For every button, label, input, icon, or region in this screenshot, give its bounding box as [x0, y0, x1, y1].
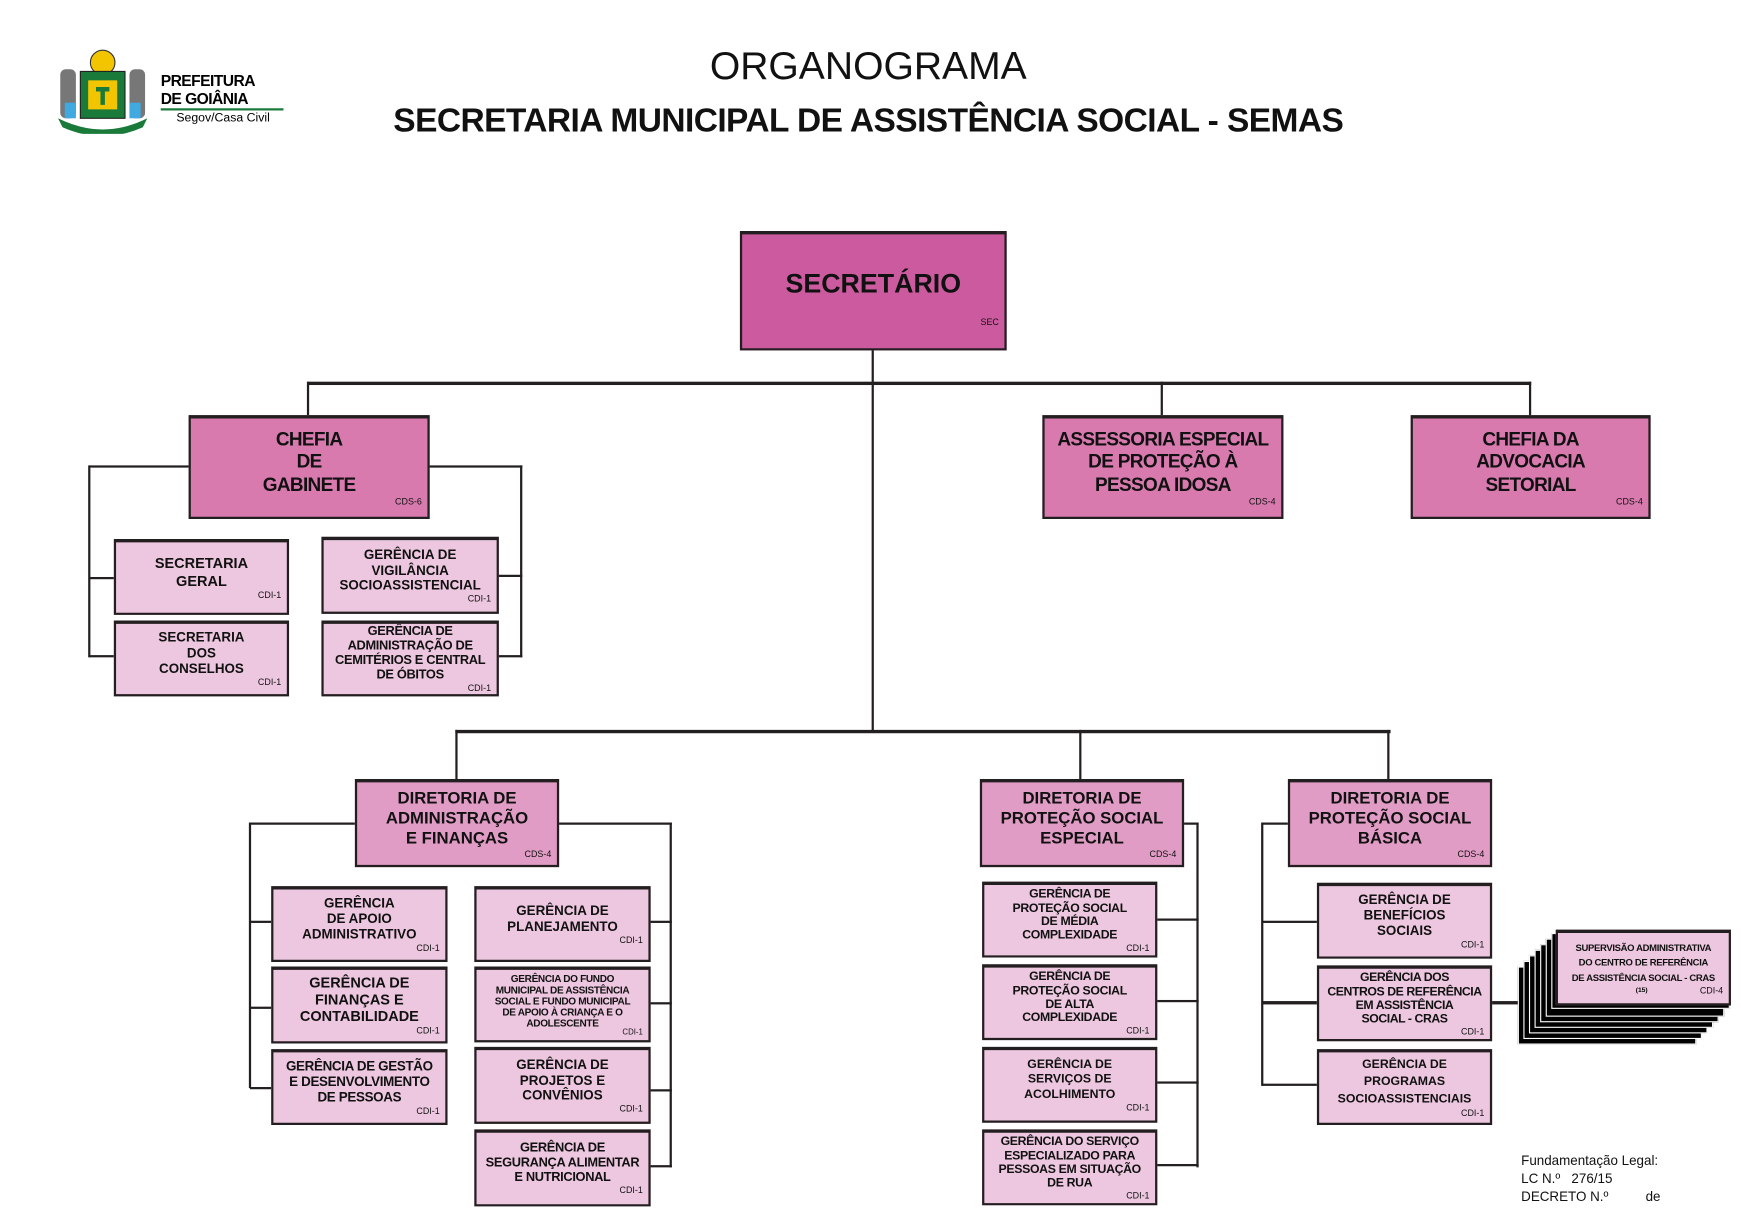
box-code: CDI-1	[622, 1029, 643, 1038]
box-gerencia-gestao-pessoas[interactable]: GERÊNCIA DE GESTÃO E DESENVOLVIMENTO DE …	[271, 1049, 448, 1125]
cras-footer-row: (15) CDI-4	[1560, 986, 1726, 996]
box-gerencia-apoio-administrativo[interactable]: GERÊNCIA DE APOIO ADMINISTRATIVO CDI-1	[271, 886, 448, 963]
box-title: GERÊNCIA DE SERVIÇOS DE ACOLHIMENTO	[1024, 1058, 1116, 1102]
box-title: GERÊNCIA DE FINANÇAS E CONTABILIDADE	[299, 974, 419, 1025]
box-gerencia-cras[interactable]: GERÊNCIA DOS CENTROS DE REFERÊNCIA EM AS…	[1316, 965, 1493, 1042]
box-title: GERÊNCIA DE VIGILÂNCIA SOCIOASSISTENCIAL	[339, 546, 481, 594]
box-code: CDI-1	[467, 593, 492, 604]
box-gerencia-acolhimento[interactable]: GERÊNCIA DE SERVIÇOS DE ACOLHIMENTO CDI-…	[982, 1046, 1158, 1123]
box-title: GERÊNCIA DE PROGRAMAS SOCIOASSISTENCIAIS	[1337, 1057, 1472, 1106]
box-code: CDI-1	[1126, 1025, 1150, 1036]
box-chefia-advocacia[interactable]: CHEFIA DA ADVOCACIA SETORIAL CDS-4	[1410, 415, 1651, 519]
box-supervisao-cras[interactable]: SUPERVISÃO ADMINISTRATIVA DO CENTRO DE R…	[1555, 929, 1731, 1006]
box-code: CDS-4	[524, 848, 552, 859]
box-secretaria-geral[interactable]: SECRETARIA GERAL CDI-1	[113, 539, 290, 615]
box-code: CDS-4	[1457, 848, 1485, 859]
box-diretoria-protecao-basica[interactable]: DIRETORIA DE PROTEÇÃO SOCIAL BÁSICA CDS-…	[1287, 778, 1493, 868]
legal-basis: Fundamentação Legal: LC N.º 276/15 DECRE…	[1521, 1152, 1660, 1206]
box-code: CDS-4	[1149, 848, 1177, 859]
box-gerencia-projetos-convenios[interactable]: GERÊNCIA DE PROJETOS E CONVÊNIOS CDI-1	[474, 1046, 651, 1124]
box-gerencia-beneficios[interactable]: GERÊNCIA DE BENEFÍCIOS SOCIAIS CDI-1	[1316, 882, 1493, 959]
box-chefia-gabinete[interactable]: CHEFIA DE GABINETE CDS-6	[188, 415, 430, 519]
box-gerencia-seguranca-alimentar[interactable]: GERÊNCIA DE SEGURANÇA ALIMENTAR E NUTRIC…	[474, 1129, 651, 1207]
box-title: GERÊNCIA DE SEGURANÇA ALIMENTAR E NUTRIC…	[485, 1141, 640, 1185]
legal-basis-lc: LC N.º 276/15	[1521, 1170, 1613, 1187]
box-title: SUPERVISÃO ADMINISTRATIVA DO CENTRO DE R…	[1571, 941, 1715, 983]
box-code: CDI-1	[257, 590, 282, 601]
box-title: SECRETARIA GERAL	[154, 554, 249, 590]
box-code: CDI-1	[619, 935, 643, 946]
box-title: GERÊNCIA DO FUNDO MUNICIPAL DE ASSISTÊNC…	[494, 972, 631, 1030]
box-code: CDI-1	[1126, 1102, 1150, 1113]
logo-text-goiania: DE GOIÂNIA	[160, 89, 249, 108]
legal-basis-decreto: DECRETO N.º de	[1521, 1188, 1661, 1205]
box-title: GERÊNCIA DO SERVIÇO ESPECIALIZADO PARA P…	[998, 1135, 1142, 1191]
box-code: CDI-1	[1461, 939, 1485, 950]
logo-text-segov: Segov/Casa Civil	[176, 111, 270, 125]
box-secretaria-conselhos[interactable]: SECRETARIA DOS CONSELHOS CDI-1	[113, 620, 290, 697]
box-code: CDS-4	[1615, 496, 1643, 507]
box-title: GERÊNCIA DE PROJETOS E CONVÊNIOS	[516, 1056, 609, 1104]
box-title: DIRETORIA DE PROTEÇÃO SOCIAL BÁSICA	[1308, 788, 1472, 848]
box-title: GERÊNCIA DOS CENTROS DE REFERÊNCIA EM AS…	[1327, 971, 1482, 1026]
box-gerencia-cemiterios[interactable]: GERÊNCIA DE ADMINISTRAÇÃO DE CEMITÉRIOS …	[321, 620, 499, 697]
box-title: CHEFIA DE GABINETE	[262, 428, 356, 496]
box-gerencia-planejamento[interactable]: GERÊNCIA DE PLANEJAMENTO CDI-1	[474, 886, 651, 963]
box-title: GERÊNCIA DE ADMINISTRAÇÃO DE CEMITÉRIOS …	[335, 625, 486, 682]
prefeitura-logo: PREFEITURA DE GOIÂNIA Segov/Casa Civil	[51, 49, 291, 134]
box-code: CDI-1	[1126, 942, 1150, 953]
box-code: CDS-6	[395, 496, 422, 507]
page-title: ORGANOGRAMA	[709, 44, 1027, 89]
box-title: ASSESSORIA ESPECIAL DE PROTEÇÃO À PESSOA…	[1057, 428, 1269, 496]
box-title: SECRETÁRIO	[785, 268, 962, 299]
box-code: CDI-1	[1461, 1108, 1485, 1119]
box-title: GERÊNCIA DE PROTEÇÃO SOCIAL DE MÉDIA COM…	[1012, 887, 1128, 943]
box-title: GERÊNCIA DE PLANEJAMENTO	[507, 903, 618, 935]
box-title: SECRETARIA DOS CONSELHOS	[158, 629, 245, 677]
logo-divider	[160, 108, 284, 111]
box-code: CDI-1	[1461, 1026, 1485, 1037]
box-gerencia-fundo-municipal[interactable]: GERÊNCIA DO FUNDO MUNICIPAL DE ASSISTÊNC…	[474, 966, 651, 1043]
box-title: DIRETORIA DE ADMINISTRAÇÃO E FINANÇAS	[385, 788, 529, 848]
coat-of-arms-icon	[58, 49, 148, 134]
page-subtitle: SECRETARIA MUNICIPAL DE ASSISTÊNCIA SOCI…	[393, 102, 1344, 140]
box-gerencia-alta-complexidade[interactable]: GERÊNCIA DE PROTEÇÃO SOCIAL DE ALTA COMP…	[982, 964, 1158, 1041]
box-gerencia-programas[interactable]: GERÊNCIA DE PROGRAMAS SOCIOASSISTENCIAIS…	[1316, 1049, 1493, 1125]
logo-text-prefeitura: PREFEITURA	[160, 71, 256, 90]
box-assessoria-pessoa-idosa[interactable]: ASSESSORIA ESPECIAL DE PROTEÇÃO À PESSOA…	[1042, 415, 1284, 519]
legal-basis-label: Fundamentação Legal:	[1521, 1152, 1659, 1169]
box-code: SEC	[980, 316, 999, 327]
box-gerencia-media-complexidade[interactable]: GERÊNCIA DE PROTEÇÃO SOCIAL DE MÉDIA COM…	[982, 881, 1158, 958]
box-gerencia-vigilancia[interactable]: GERÊNCIA DE VIGILÂNCIA SOCIOASSISTENCIAL…	[321, 536, 499, 614]
box-title: GERÊNCIA DE BENEFÍCIOS SOCIAIS	[1358, 892, 1451, 939]
box-title: GERÊNCIA DE PROTEÇÃO SOCIAL DE ALTA COMP…	[1012, 970, 1128, 1025]
box-code: CDS-4	[1248, 496, 1276, 507]
box-gerencia-situacao-rua[interactable]: GERÊNCIA DO SERVIÇO ESPECIALIZADO PARA P…	[982, 1129, 1158, 1206]
box-title: CHEFIA DA ADVOCACIA SETORIAL	[1476, 428, 1586, 496]
box-code: CDI-1	[416, 1025, 440, 1036]
box-diretoria-protecao-especial[interactable]: DIRETORIA DE PROTEÇÃO SOCIAL ESPECIAL CD…	[979, 778, 1185, 868]
box-title: GERÊNCIA DE APOIO ADMINISTRATIVO	[302, 895, 417, 942]
box-code: CDI-1	[257, 677, 282, 688]
box-code: CDI-1	[416, 1105, 440, 1116]
box-code: CDI-1	[619, 1103, 643, 1115]
box-diretoria-administracao-financas[interactable]: DIRETORIA DE ADMINISTRAÇÃO E FINANÇAS CD…	[354, 778, 560, 868]
box-gerencia-financas-contabilidade[interactable]: GERÊNCIA DE FINANÇAS E CONTABILIDADE CDI…	[271, 966, 448, 1044]
box-secretario[interactable]: SECRETÁRIO SEC	[739, 231, 1007, 351]
box-code: CDI-4	[1699, 985, 1724, 996]
box-title: GERÊNCIA DE GESTÃO E DESENVOLVIMENTO DE …	[285, 1058, 433, 1105]
box-code: CDI-1	[416, 942, 440, 953]
box-title: DIRETORIA DE PROTEÇÃO SOCIAL ESPECIAL	[1000, 788, 1164, 848]
box-code: CDI-1	[1126, 1190, 1150, 1201]
box-code: CDI-1	[467, 682, 492, 693]
cras-count: (15)	[1635, 987, 1648, 995]
box-code: CDI-1	[619, 1185, 643, 1196]
